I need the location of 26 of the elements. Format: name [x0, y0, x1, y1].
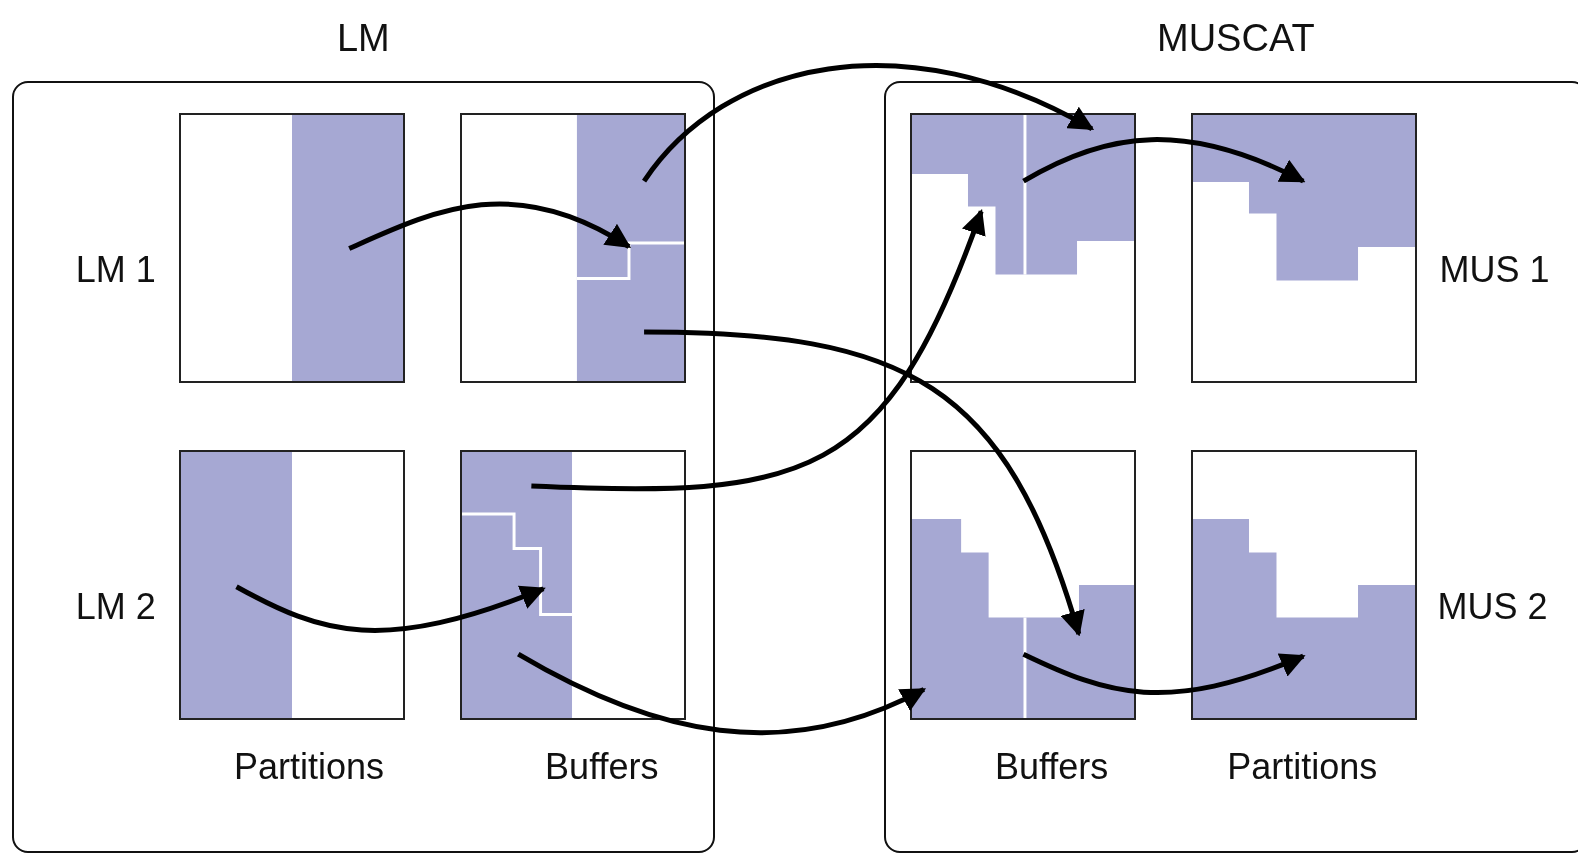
curved-arrow — [531, 209, 985, 492]
grid-box — [910, 450, 1137, 721]
curved-arrow — [235, 584, 546, 633]
axis-label: LM 2 — [75, 585, 156, 628]
axis-label: Partitions — [233, 745, 384, 788]
grid-box — [1191, 113, 1418, 384]
curved-arrow — [1022, 137, 1306, 184]
curved-arrow — [1022, 651, 1306, 695]
axis-label: Buffers — [994, 745, 1109, 788]
curved-arrow — [348, 201, 632, 251]
curved-arrow — [642, 63, 1095, 183]
panel-title: LM — [336, 16, 390, 60]
axis-label: Buffers — [545, 745, 659, 788]
axis-label: MUS 2 — [1437, 585, 1548, 628]
grid-box — [910, 113, 1137, 384]
grid-box — [460, 113, 687, 384]
panel-title: MUSCAT — [1157, 16, 1315, 60]
axis-label: LM 1 — [75, 248, 156, 291]
grid-box — [1191, 450, 1418, 721]
grid-box — [178, 450, 405, 721]
grid-box — [460, 450, 687, 721]
axis-label: MUS 1 — [1439, 248, 1550, 291]
curved-arrow — [644, 329, 1084, 637]
curved-arrow — [517, 651, 927, 736]
axis-label: Partitions — [1227, 745, 1378, 788]
grid-box — [178, 113, 405, 384]
